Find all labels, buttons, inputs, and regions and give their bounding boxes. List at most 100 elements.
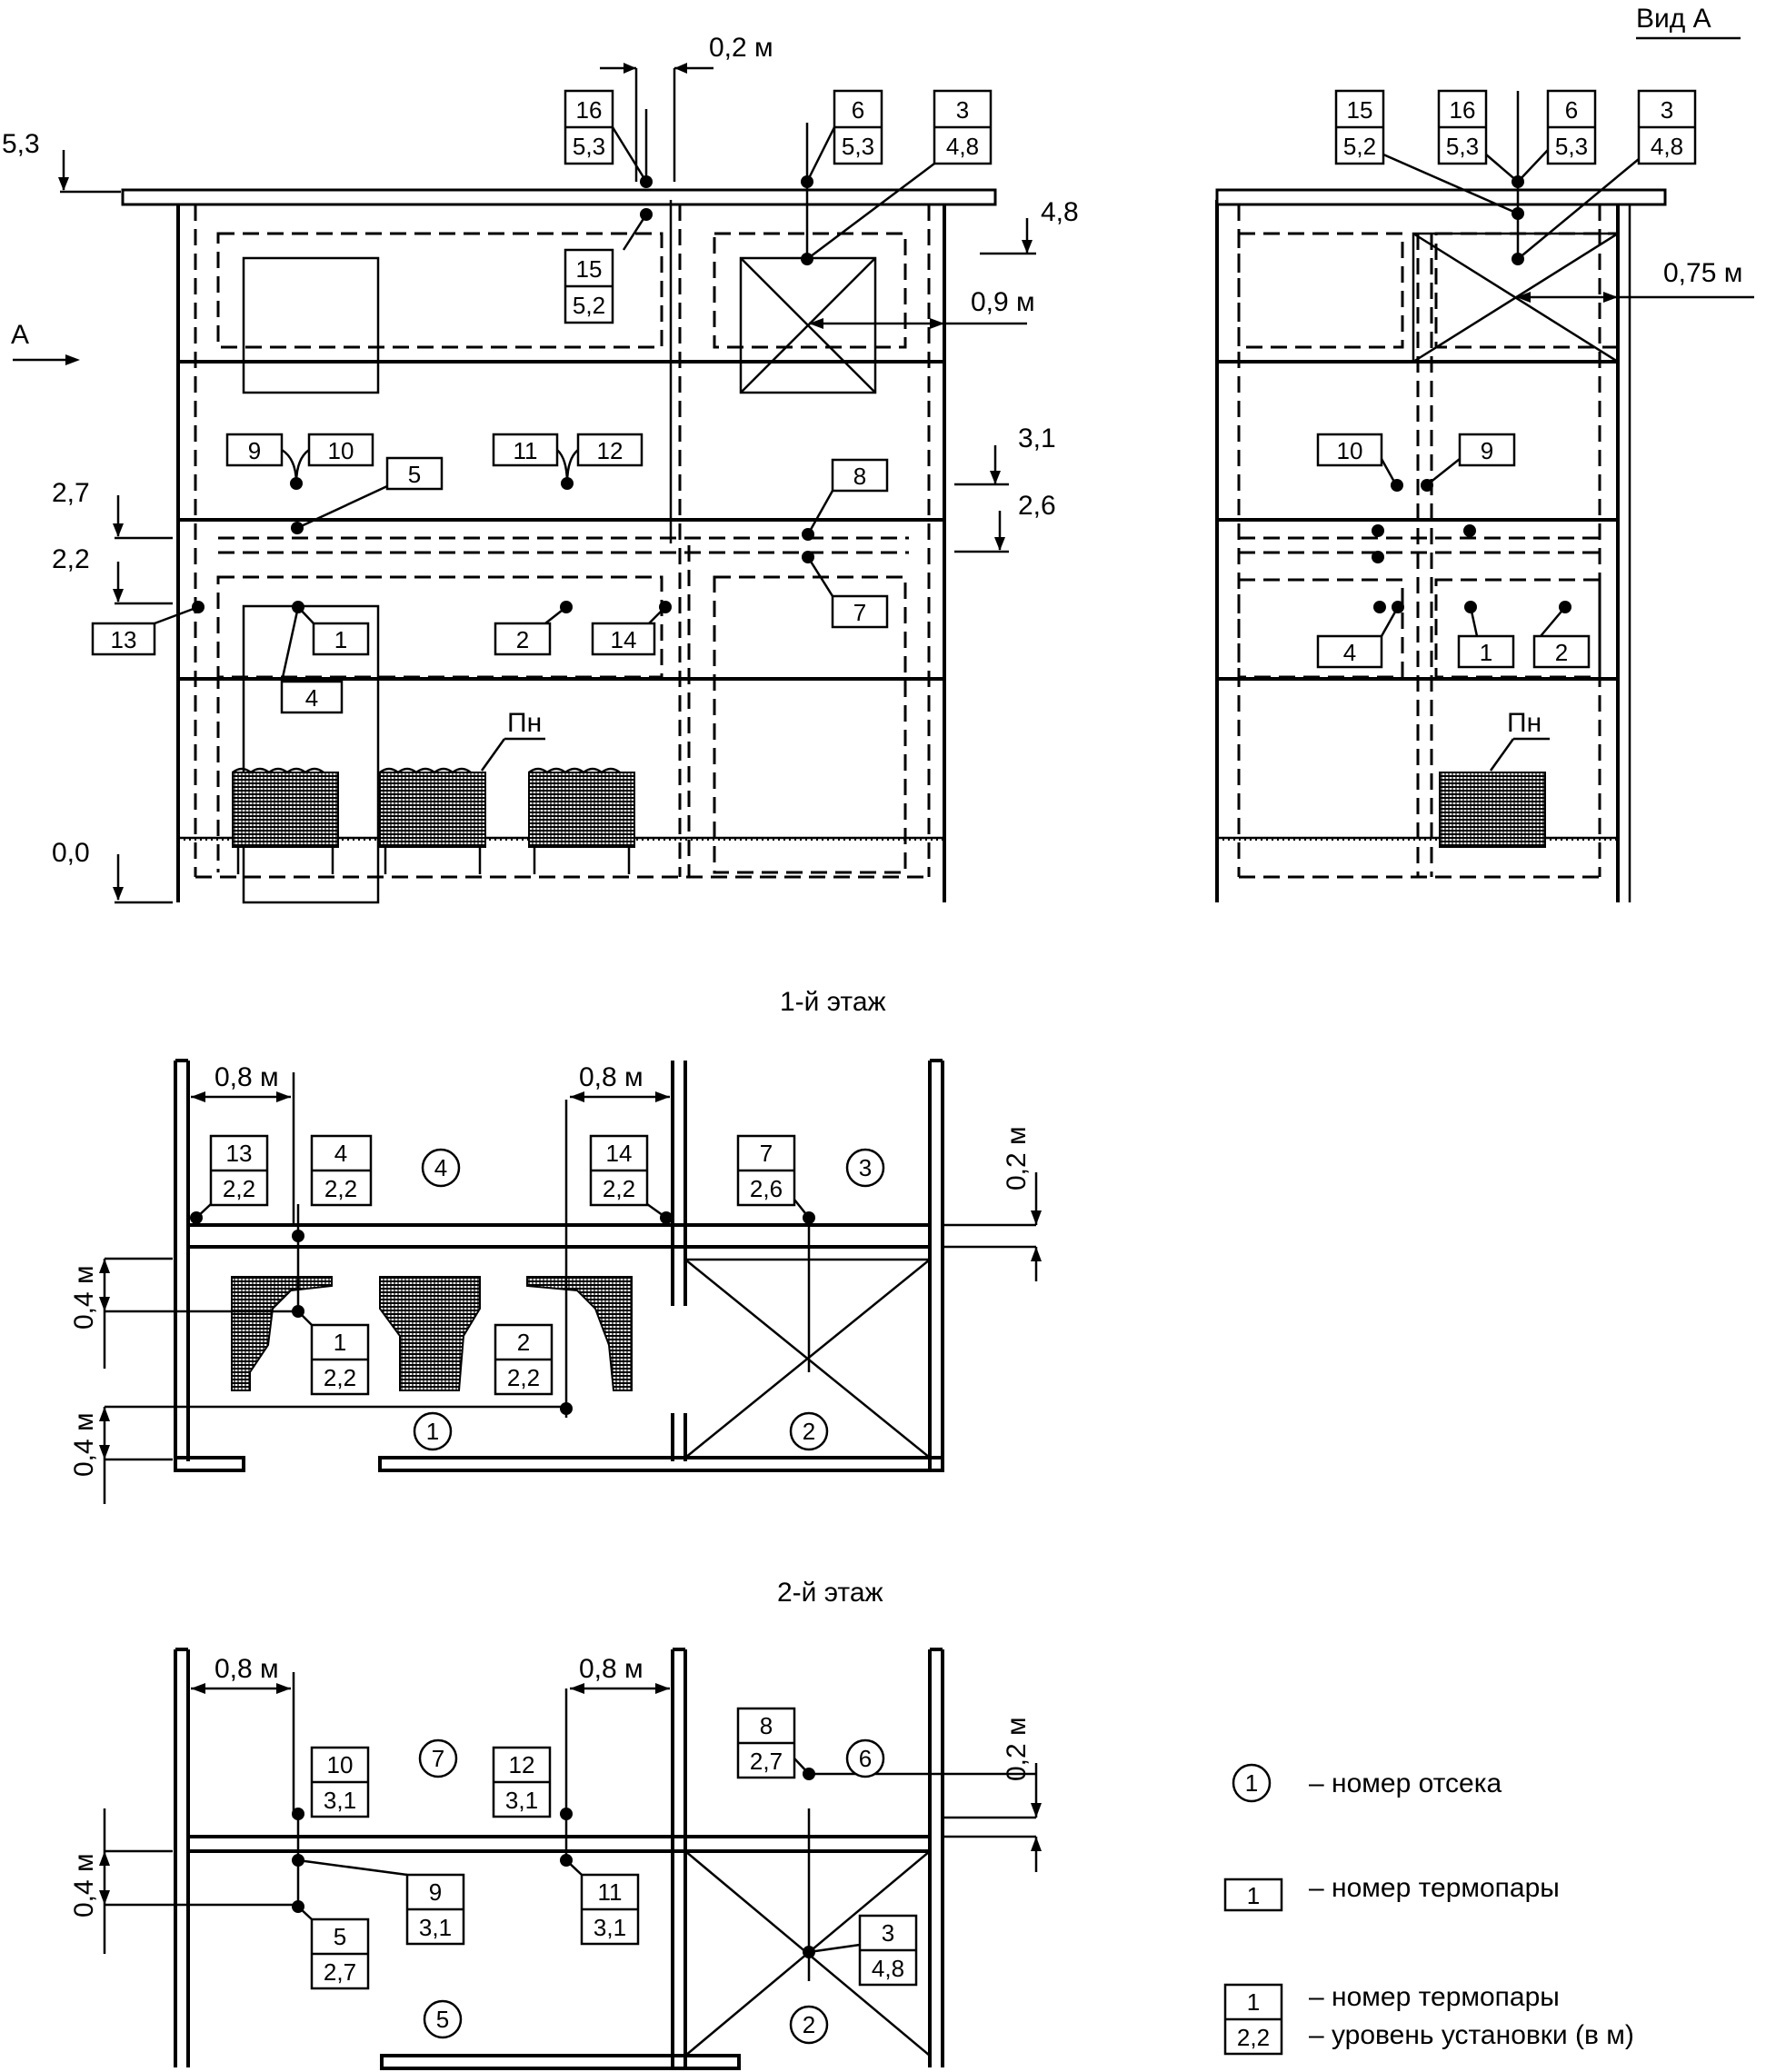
f1-tc-1: 1 2,2 [292,1305,370,1396]
front-tc-11-12: 11 12 [492,433,644,490]
legend-thermocouple: 1 – номер термопары [1223,1873,1560,1912]
floor1-title: 1-й этаж [780,987,886,1017]
front-tc-14: 14 [591,601,672,656]
f2-tc-12: 12 3,1 [492,1746,573,1863]
f1-tc-7: 7 2,6 [736,1134,815,1372]
f1-dim-0-4a: 0,4 м [69,1265,99,1330]
side-tc-top: 15 5,2 16 5,3 6 5,3 3 4,8 [1334,89,1697,265]
elev-4-8: 4,8 [1041,197,1079,227]
f1-dim-0-8a: 0,8 м [215,1062,279,1092]
svg-text:1: 1 [334,1329,346,1356]
floor2-title: 2-й этаж [777,1578,883,1608]
svg-text:8: 8 [853,463,866,490]
svg-text:1: 1 [426,1418,439,1445]
front-dim-0-2: 0,2 м [709,33,773,63]
svg-text:2,7: 2,7 [750,1748,783,1775]
svg-text:4: 4 [1343,639,1356,666]
f1-compartment-3: 3 [845,1148,885,1188]
svg-text:2: 2 [803,2011,815,2038]
f1-tc-14: 14 2,2 [589,1134,673,1224]
svg-text:14: 14 [611,626,637,653]
svg-text:10: 10 [1337,437,1363,464]
elev-2-6: 2,6 [1018,491,1056,521]
side-tc-10-9: 10 9 [1316,433,1516,563]
view-arrow-a-label: А [11,320,29,350]
f2-tc-8: 8 2,7 [736,1707,1036,1981]
f2-tc-10: 10 3,1 [292,1746,370,1908]
floor1-plan: 1-й этаж 0,8 м 0,8 м [69,987,1042,1504]
f1-compartment-1: 1 [413,1411,453,1451]
svg-text:5,3: 5,3 [842,133,874,160]
svg-text:3,1: 3,1 [324,1787,356,1814]
svg-text:16: 16 [576,96,603,124]
front-tc-15: 15 5,2 [564,208,653,324]
svg-text:2: 2 [1555,639,1568,666]
front-tc-9-10: 9 10 [225,433,374,490]
svg-text:2,2: 2,2 [324,1364,356,1391]
svg-text:16: 16 [1450,96,1476,124]
svg-text:5,2: 5,2 [1343,133,1376,160]
elev-0-0: 0,0 [52,838,90,868]
f1-tc-2: 2 2,2 [494,1323,573,1415]
front-tc-5: 5 [291,456,444,534]
f1-tc-4: 4 2,2 [292,1134,373,1311]
svg-text:7: 7 [760,1140,773,1167]
svg-text:2,2: 2,2 [603,1175,635,1202]
svg-text:11: 11 [598,1878,623,1906]
svg-text:2,7: 2,7 [324,1958,356,1986]
svg-text:7: 7 [853,599,866,626]
svg-text:7: 7 [432,1745,444,1772]
svg-text:10: 10 [327,1751,354,1778]
svg-text:2,2: 2,2 [1237,2024,1270,2051]
legend: 1 – номер отсека 1 – номер термопары 1 2… [1223,1763,1634,2056]
svg-text:9: 9 [248,437,261,464]
svg-text:15: 15 [576,255,603,283]
svg-text:2: 2 [803,1418,815,1445]
svg-text:3: 3 [859,1154,872,1181]
svg-text:6: 6 [859,1745,872,1772]
svg-text:5,3: 5,3 [1446,133,1479,160]
legend-compartment: 1 – номер отсека [1232,1763,1502,1803]
svg-text:– номер термопары: – номер термопары [1309,1873,1560,1903]
f1-dim-0-8b: 0,8 м [579,1062,644,1092]
svg-text:8: 8 [760,1712,773,1739]
front-tc-16: 16 5,3 [564,89,653,188]
f2-compartment-6: 6 [845,1738,885,1778]
svg-text:1: 1 [1480,639,1492,666]
front-elevation-marks: 5,3 4,8 3,1 2,7 2,6 2,2 0,0 [2,129,1079,904]
svg-text:5: 5 [408,461,421,488]
svg-text:2,6: 2,6 [750,1175,783,1202]
svg-text:5,3: 5,3 [1555,133,1588,160]
f2-compartment-7: 7 [418,1738,458,1778]
svg-text:4: 4 [305,684,318,712]
svg-text:4: 4 [334,1140,347,1167]
svg-text:6: 6 [852,96,864,124]
svg-text:– уровень установки (в м): – уровень установки (в м) [1309,2020,1634,2050]
svg-text:4: 4 [434,1154,447,1181]
elev-3-1: 3,1 [1018,423,1056,453]
front-dim-0-9: 0,9 м [971,287,1035,317]
svg-text:2: 2 [516,626,529,653]
svg-text:2: 2 [517,1329,530,1356]
front-tc-3: 3 4,8 [801,89,993,265]
elev-2-2: 2,2 [52,544,90,574]
svg-text:12: 12 [597,437,624,464]
svg-text:– номер термопары: – номер термопары [1309,1982,1560,2012]
f1-dim-0-4b: 0,4 м [69,1412,99,1477]
f2-compartment-5: 5 [423,1999,463,2039]
svg-text:15: 15 [1347,96,1373,124]
svg-text:3,1: 3,1 [594,1914,626,1941]
svg-text:10: 10 [328,437,354,464]
side-dim-0-75: 0,75 м [1663,258,1742,288]
svg-text:5: 5 [334,1923,346,1950]
svg-text:1: 1 [1247,1882,1260,1909]
svg-text:14: 14 [606,1140,633,1167]
f2-tc-9: 9 3,1 [292,1854,465,1946]
f1-dim-0-2: 0,2 м [1002,1126,1032,1190]
floor2-plan: 2-й этаж 0,8 м 0,8 м 0,2 м [69,1578,1042,2070]
svg-text:13: 13 [111,626,137,653]
side-view-a: Вид А Пн 0,75 м [1215,4,1754,902]
svg-text:2,2: 2,2 [507,1364,540,1391]
svg-text:2,2: 2,2 [324,1175,357,1202]
